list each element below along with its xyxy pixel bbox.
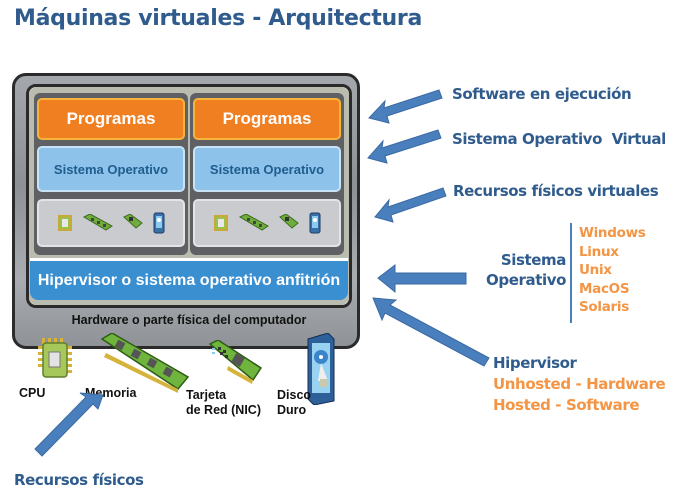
arrow-hypervisor bbox=[372, 297, 490, 367]
annotation-hypervisor-type: Hosted - Software bbox=[493, 396, 640, 414]
disk-icon bbox=[309, 212, 321, 234]
virtual-machine-1: Programas Sistema Operativo bbox=[34, 93, 188, 255]
arrow-virtual-os bbox=[367, 129, 442, 164]
nic-label-line1: Tarjeta bbox=[186, 388, 227, 402]
cpu-icon bbox=[58, 215, 72, 231]
cpu-icon bbox=[214, 215, 228, 231]
os-item: Windows bbox=[579, 225, 646, 241]
cpu-icon bbox=[38, 338, 72, 378]
annotation-hypervisor-type: Unhosted - Hardware bbox=[493, 375, 666, 393]
memory-icon bbox=[100, 333, 190, 393]
os-item: MacOS bbox=[579, 280, 630, 297]
memory-icon bbox=[239, 214, 269, 231]
nic-label-line2: de Red (NIC) bbox=[186, 403, 261, 417]
arrow-virtual-resources bbox=[374, 187, 447, 223]
os-list: Windows Linux Unix MacOS Solaris bbox=[579, 224, 646, 317]
hardware-label: Hardware o parte física del computador bbox=[71, 313, 307, 327]
os-list-divider bbox=[570, 223, 572, 323]
arrow-software bbox=[368, 89, 443, 124]
annotation-physical-resources: Recursos físicos bbox=[14, 471, 144, 489]
os-block: Sistema Operativo bbox=[193, 146, 341, 192]
nic-icon bbox=[279, 214, 299, 229]
arrow-os bbox=[377, 263, 467, 294]
annotation-software: Software en ejecución bbox=[452, 85, 632, 103]
annotation-os-line1: Sistema bbox=[500, 251, 567, 269]
disk-label-line1: Disco bbox=[277, 388, 312, 402]
disk-icon bbox=[153, 212, 165, 234]
os-item: Linux bbox=[579, 243, 619, 260]
hypervisor-layer: Hipervisor o sistema operativo anfitrión bbox=[30, 258, 348, 300]
disk-label-line2: Duro bbox=[277, 403, 307, 417]
os-block: Sistema Operativo bbox=[37, 146, 185, 192]
annotation-os-line2: Operativo bbox=[486, 271, 566, 289]
nic-icon bbox=[208, 340, 263, 384]
disk-icon bbox=[307, 333, 335, 405]
arrow-physical-resources bbox=[34, 392, 104, 457]
annotation-virtual-os: Sistema Operativo Virtual bbox=[452, 130, 666, 148]
annotation-virtual-resources: Recursos físicos virtuales bbox=[453, 182, 659, 200]
virtual-machine-2: Programas Sistema Operativo bbox=[190, 93, 344, 255]
memory-icon bbox=[83, 214, 113, 231]
annotation-hypervisor-title: Hipervisor bbox=[493, 354, 577, 372]
virtual-hardware-block bbox=[193, 199, 341, 247]
cpu-label: CPU bbox=[19, 386, 46, 400]
os-item: Solaris bbox=[579, 299, 629, 315]
virtual-hardware-block bbox=[37, 199, 185, 247]
nic-icon bbox=[123, 214, 143, 229]
programs-block: Programas bbox=[193, 98, 341, 140]
programs-block: Programas bbox=[37, 98, 185, 140]
page-title: Máquinas virtuales - Arquitectura bbox=[14, 6, 422, 31]
os-item: Unix bbox=[579, 262, 612, 278]
